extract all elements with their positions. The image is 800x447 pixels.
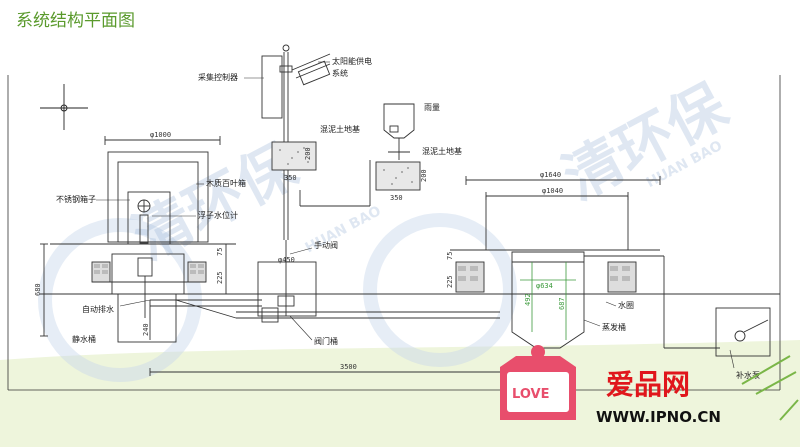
label-solar-1: 太阳能供电: [332, 56, 372, 66]
footer-band: [0, 340, 800, 447]
brand-cn: 爱品网: [606, 368, 690, 401]
label-concrete-1: 混泥土地基: [320, 124, 360, 134]
brand-logo: LOVE 爱品网 WWW.IPNO.CN: [500, 345, 799, 426]
concrete-hatch-1: [279, 147, 309, 165]
dim-d634: φ634: [536, 282, 553, 290]
dim-h240: 240: [142, 323, 150, 336]
right-brick-hatch: [458, 266, 630, 281]
label-concrete-2: 混泥土地基: [422, 146, 462, 156]
dim-h75b: 75: [446, 252, 454, 260]
label-collector: 采集控制器: [198, 72, 238, 82]
leader-lines: [96, 61, 735, 369]
dim-w350b: 350: [390, 194, 403, 202]
label-rain: 雨量: [424, 103, 440, 112]
label-static-tank: 静水桶: [72, 334, 96, 344]
dim-h75a: 75: [216, 248, 224, 256]
label-valve-tank: 阀门桶: [314, 336, 338, 346]
brand-badge: LOVE: [512, 387, 549, 402]
dim-w3500: 3500: [340, 363, 357, 371]
label-pump: 补水泵: [736, 370, 760, 380]
collector-pole: [257, 44, 371, 317]
left-brick-hatch: [94, 264, 204, 274]
label-auto-drain: 自动排水: [82, 304, 114, 314]
dim-d450: φ450: [278, 256, 295, 264]
dim-d1040: φ1040: [542, 187, 563, 195]
brand-url: WWW.IPNO.CN: [596, 408, 721, 426]
dim-d1640: φ1640: [540, 171, 561, 179]
dim-h200a: 200: [304, 147, 312, 160]
dim-h225b: 225: [446, 275, 454, 288]
label-solar-2: 系统: [332, 68, 348, 78]
dim-w350a: 350: [284, 174, 297, 182]
label-wood-box: 木质百叶箱: [206, 178, 246, 188]
evap-tank-dims: [520, 262, 576, 340]
dim-h200b: 200: [420, 169, 428, 182]
label-water-ring: 水圈: [618, 300, 634, 310]
dim-h680: 680: [34, 283, 42, 296]
dim-h687: 687: [558, 297, 566, 310]
dim-d1000: φ1000: [150, 131, 171, 139]
rain-gauge: [375, 103, 421, 191]
dim-h492: 492: [524, 293, 532, 306]
concrete-hatch-2: [383, 167, 413, 185]
crosshair-icon: [40, 84, 88, 130]
label-float: 浮子水位计: [198, 210, 238, 220]
label-valve: 手动阀: [314, 240, 338, 250]
page-title: 系统结构平面图: [16, 11, 135, 31]
drain-pipes: [150, 299, 500, 323]
label-evap-tank: 蒸发桶: [602, 322, 626, 332]
dim-h225a: 225: [216, 271, 224, 284]
label-ss-box: 不锈钢箱子: [56, 194, 96, 204]
frame-lines: [7, 75, 781, 391]
